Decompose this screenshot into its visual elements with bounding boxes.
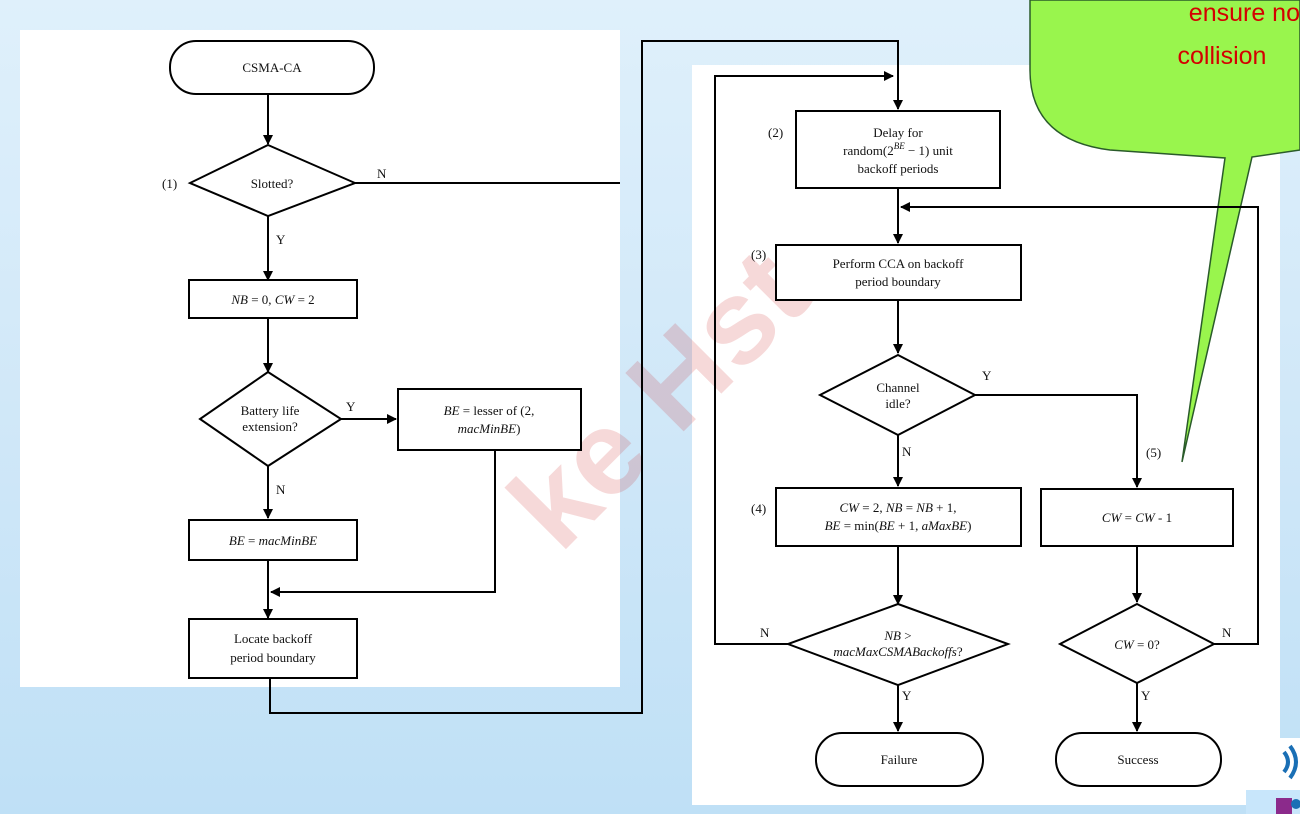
edge-channel-yes	[975, 394, 1142, 488]
step-label-3: (3)	[751, 247, 766, 262]
slotted-yes-label: Y	[276, 232, 286, 247]
callout-line2: collision	[1178, 42, 1267, 70]
channel-label-line1: Channel	[876, 380, 920, 395]
failure-label: Failure	[881, 752, 918, 767]
channel-no-label: N	[902, 444, 912, 459]
edge-locate-delay	[269, 40, 903, 714]
update-box	[775, 487, 1022, 547]
channel-decision	[817, 353, 978, 437]
channel-yes-label: Y	[982, 368, 992, 383]
left-flowchart-panel	[20, 30, 620, 687]
step-label-5: (5)	[1146, 445, 1161, 460]
slotted-label: Slotted?	[251, 176, 294, 191]
init-label: NB = 0, CW = 2	[230, 292, 314, 307]
delay-label-line1: Delay for	[873, 125, 923, 140]
step-label-4: (4)	[751, 501, 766, 516]
edge-lesser-merge	[270, 450, 496, 597]
battery-label-line2: extension?	[242, 419, 298, 434]
be-lesser-label-line2: macMinBE)	[458, 421, 521, 436]
edge-cwcheck-no	[900, 202, 1259, 645]
delay-box	[795, 110, 1001, 189]
nb-check-label-line2: macMaxCSMABackoffs?	[833, 644, 962, 659]
update-label-line1: CW = 2, NB = NB + 1,	[839, 500, 956, 515]
callout-line1: ensure no	[1189, 0, 1300, 27]
cw-check-decision	[1057, 602, 1217, 685]
be-lesser-box	[397, 388, 582, 451]
locate-label-line1: Locate backoff	[234, 631, 313, 646]
cw-dec-box	[1040, 488, 1234, 547]
nb-check-decision	[785, 602, 1011, 687]
slotted-decision	[187, 143, 358, 218]
battery-label-line1: Battery life	[241, 403, 300, 418]
cw-dec-label: CW = CW - 1	[1102, 510, 1172, 525]
nb-check-no-label: N	[760, 625, 770, 640]
step-label-1: (1)	[162, 176, 177, 191]
slotted-no-label: N	[377, 166, 387, 181]
start-terminal	[169, 40, 375, 95]
start-label: CSMA-CA	[242, 60, 302, 75]
battery-yes-label: Y	[346, 399, 356, 414]
delay-label-line2: random(2BE − 1) unit	[843, 141, 953, 158]
be-min-box	[188, 519, 358, 561]
nb-check-label-line1: NB >	[883, 628, 911, 643]
cca-box	[775, 244, 1022, 301]
nb-check-yes-label: Y	[902, 688, 912, 703]
battery-no-label: N	[276, 482, 286, 497]
success-label: Success	[1117, 752, 1158, 767]
callout-bubble	[1029, 0, 1300, 463]
cca-label-line2: period boundary	[855, 274, 941, 289]
delay-label-line3: backoff periods	[858, 161, 939, 176]
success-terminal	[1055, 732, 1222, 787]
failure-terminal	[815, 732, 984, 787]
channel-label-line2: idle?	[885, 396, 910, 411]
cw-check-yes-label: Y	[1141, 688, 1151, 703]
locate-label-line2: period boundary	[230, 650, 316, 665]
cca-label-line1: Perform CCA on backoff	[833, 256, 964, 271]
cw-check-label: CW = 0?	[1114, 637, 1160, 652]
battery-decision	[198, 370, 343, 468]
be-min-label: BE = macMinBE	[229, 533, 317, 548]
be-lesser-label-line1: BE = lesser of (2,	[444, 403, 535, 418]
step-label-2: (2)	[768, 125, 783, 140]
locate-box	[188, 618, 358, 679]
init-box	[188, 279, 358, 319]
edge-nbcheck-no	[714, 71, 894, 645]
logo-fragment	[1246, 738, 1300, 814]
cw-check-no-label: N	[1222, 625, 1232, 640]
update-label-line2: BE = min(BE + 1, aMaxBE)	[825, 518, 972, 533]
